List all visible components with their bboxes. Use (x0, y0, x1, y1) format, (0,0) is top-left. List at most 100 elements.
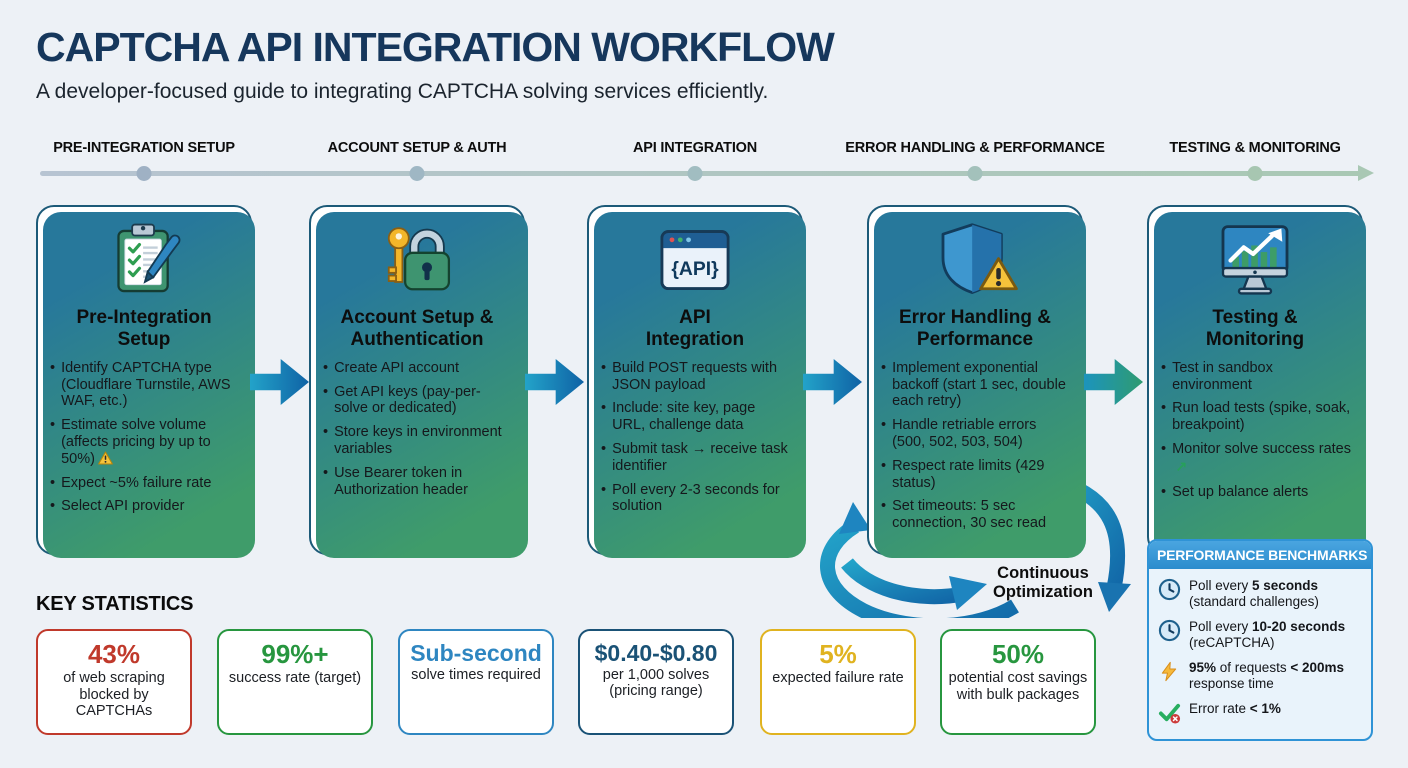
stage-bullet: •Implement exponential backoff (start 1 … (881, 359, 1066, 410)
clock-icon (1158, 619, 1180, 641)
flow-arrow-icon (803, 359, 862, 405)
stat-label: expected failure rate (772, 670, 904, 687)
flow-arrow-icon (250, 359, 309, 405)
timeline-label: ERROR HANDLING & PERFORMANCE (845, 140, 1105, 156)
stat-value: $0.40-$0.80 (594, 640, 718, 666)
benchmark-item: Poll every 10-20 seconds (reCAPTCHA) (1157, 619, 1363, 651)
flow-arrow-icon (1084, 359, 1143, 405)
timeline-label: PRE-INTEGRATION SETUP (53, 140, 235, 156)
stage-bullets: •Identify CAPTCHA type (Cloudflare Turns… (38, 360, 250, 516)
benchmark-text: Error rate < 1% (1189, 700, 1281, 716)
flow-arrow-icon (525, 359, 584, 405)
clipboard-check-icon (117, 223, 181, 293)
up-trend-icon: ↗ (1175, 459, 1188, 476)
stage-card-2: Account Setup & Authentication •Create A… (309, 205, 528, 558)
timeline-label: API INTEGRATION (632, 140, 758, 156)
stage-title: Pre-Integration Setup (76, 307, 212, 350)
stage-bullet: •Set up balance alerts (1161, 483, 1309, 500)
stat-box: 5%expected failure rate (760, 629, 916, 735)
benchmark-item: Error rate < 1% (1157, 701, 1363, 724)
stat-value: Sub-second (410, 640, 542, 666)
page-title: CAPTCHA API INTEGRATION WORKFLOW (36, 24, 835, 70)
stage-bullet: •Select API provider (50, 498, 185, 515)
stage-icon-wrap (1149, 219, 1361, 303)
stage-bullet: •Set timeouts: 5 sec connection, 30 sec … (881, 498, 1047, 532)
stage-card-3: {API} API Integration •Build POST reques… (587, 205, 806, 558)
key-statistics-heading: KEY STATISTICS (36, 593, 194, 615)
benchmark-icon-wrap (1157, 660, 1181, 683)
benchmark-text: Poll every 5 seconds (standard challenge… (1189, 578, 1319, 609)
timeline-label: TESTING & MONITORING (1169, 140, 1341, 156)
stat-value: 99%+ (261, 639, 329, 669)
stage-bullet: •Handle retriable errors (500, 502, 503,… (881, 417, 1037, 450)
stage-card-5: Testing & Monitoring •Test in sandbox en… (1147, 205, 1366, 558)
timeline-dot (409, 166, 425, 181)
timeline-dot (1247, 166, 1263, 181)
lightning-icon (1161, 661, 1177, 681)
stage-bullets: •Create API account •Get API keys (pay-pe… (311, 360, 523, 499)
benchmark-item: 95% of requests < 200ms response time (1157, 660, 1363, 692)
timeline-arrowhead-icon (1358, 165, 1374, 181)
stat-value: 50% (991, 639, 1045, 669)
stage-bullet: •Estimate solve volume (affects pricing … (50, 417, 211, 467)
stat-label: per 1,000 solves (pricing range) (602, 667, 710, 700)
stage-bullet: •Get API keys (pay-per-solve or dedicate… (323, 383, 481, 417)
stage-icon-wrap (311, 219, 523, 303)
stage-bullets: •Implement exponential backoff (start 1 … (869, 360, 1081, 532)
stage-bullet: •Use Bearer token in Authorization heade… (323, 464, 468, 498)
benchmark-icon-wrap (1157, 578, 1181, 601)
stage-icon-wrap: {API} (589, 219, 801, 303)
stage-bullet: •Respect rate limits (429 status) (881, 457, 1045, 491)
timeline-dot (687, 166, 703, 181)
clock-icon (1158, 578, 1180, 601)
stage-card-4: Error Handling & Performance •Implement … (867, 205, 1086, 558)
timeline-dot (967, 166, 983, 181)
benchmark-icon-wrap (1157, 619, 1181, 642)
stage-bullets: •Build POST requests with JSON payload •I… (589, 360, 801, 516)
stat-label: solve times required (411, 667, 541, 684)
benchmarks-list: Poll every 5 seconds (standard challenge… (1149, 569, 1371, 739)
stat-box: 43%of web scraping blocked by CAPTCHAs (36, 629, 192, 735)
benchmarks-heading: PERFORMANCE BENCHMARKS (1149, 541, 1371, 569)
warning-icon (98, 451, 113, 465)
svg-text:{API}: {API} (671, 259, 719, 280)
stage-bullets: •Test in sandbox environment •Run load te… (1149, 360, 1361, 501)
stage-bullet: •Build POST requests with JSON payload (601, 359, 778, 393)
stage-bullet: •Expect ~5% failure rate (50, 474, 212, 491)
check-error-icon (1158, 703, 1180, 724)
monitor-chart-icon (1221, 225, 1289, 295)
timeline-dot (136, 166, 152, 181)
stat-label: success rate (target) (228, 670, 362, 687)
stage-title: Testing & Monitoring (1205, 307, 1305, 350)
stage-bullet: •Run load tests (spike, soak, breakpoint… (1161, 400, 1351, 434)
stat-value: 43% (87, 639, 141, 669)
stage-icon-wrap (38, 219, 250, 303)
benchmark-item: Poll every 5 seconds (standard challenge… (1157, 578, 1363, 610)
stat-box: 99%+success rate (target) (217, 629, 373, 735)
stage-bullet: •Include: site key, page URL, challenge … (601, 400, 756, 434)
stage-card-1: Pre-Integration Setup •Identify CAPTCHA … (36, 205, 255, 558)
stage-title: Account Setup & Authentication (340, 307, 494, 350)
stage-bullet: •Test in sandbox environment (1161, 359, 1273, 393)
benchmark-text: 95% of requests < 200ms response time (1189, 659, 1344, 691)
stage-bullet: •Store keys in environment variables (323, 424, 502, 457)
stat-label: potential cost savings with bulk package… (948, 670, 1088, 703)
performance-benchmarks-panel: PERFORMANCE BENCHMARKS Poll every 5 seco… (1147, 539, 1373, 741)
stat-box: 50%potential cost savings with bulk pack… (940, 629, 1096, 735)
timeline-label: ACCOUNT SETUP & AUTH (327, 140, 507, 156)
shield-warning-icon (941, 223, 1018, 294)
api-window-icon: {API} (660, 230, 730, 290)
stage-bullet: •Submit task → receive task identifier (601, 440, 788, 474)
stat-label: of web scraping blocked by CAPTCHAs (63, 670, 165, 719)
benchmark-icon-wrap (1157, 701, 1181, 724)
stage-title: API Integration (645, 307, 745, 350)
stage-icon-wrap (869, 219, 1081, 303)
page-subtitle: A developer-focused guide to integrating… (36, 80, 769, 103)
key-lock-icon (387, 227, 451, 291)
stage-bullet: •Identify CAPTCHA type (Cloudflare Turns… (50, 359, 231, 410)
stage-bullet: •Create API account (323, 359, 460, 376)
continuous-optimization-label: Continuous Optimization (993, 564, 1093, 602)
